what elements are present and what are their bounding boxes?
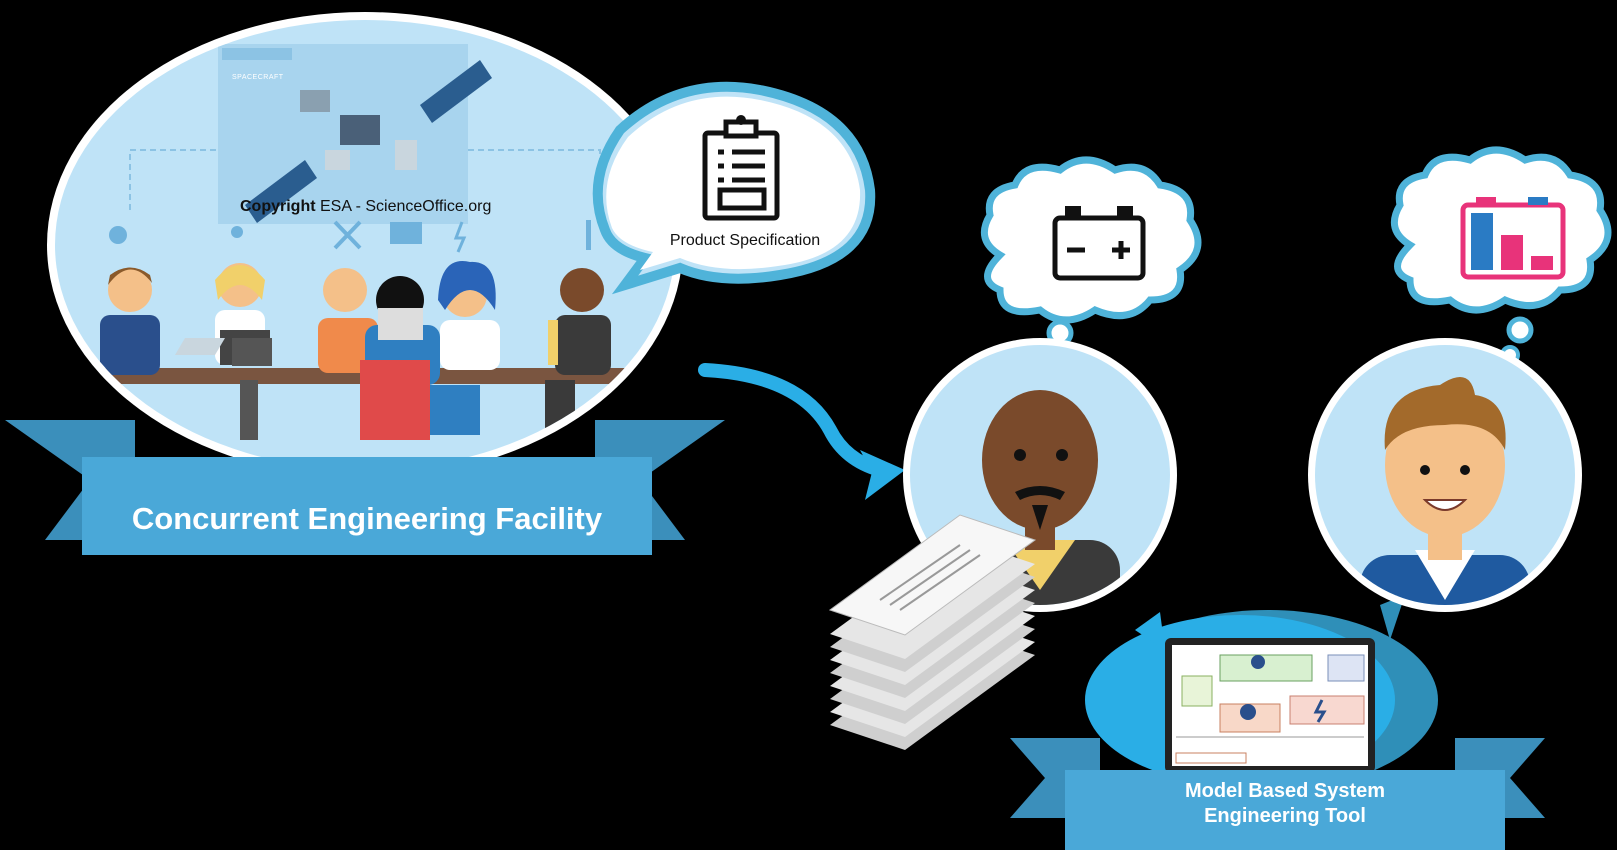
spacecraft-tag: SPACECRAFT	[232, 74, 284, 81]
document-stack-icon	[828, 514, 1037, 750]
mbse-title-line1: Model Based System	[1184, 780, 1386, 802]
engineer2-thought-cloud	[1390, 146, 1612, 385]
mbse-title-line2: Engineering Tool	[1204, 805, 1366, 827]
copyright-bold: Copyright	[240, 198, 316, 215]
product-spec-bubble	[592, 81, 876, 295]
mbse-title: Model Based System Engineering Tool	[1065, 779, 1505, 829]
cef-title: Concurrent Engineering Facility	[131, 501, 603, 536]
solar-panel-icon	[245, 60, 492, 223]
lightning-icon	[453, 221, 467, 253]
cef-ribbon	[82, 457, 652, 555]
thermometer-icon	[586, 220, 591, 250]
product-spec-label: Product Specification	[669, 232, 821, 249]
engineer1-thought-cloud	[980, 156, 1202, 384]
gear-icon	[109, 226, 127, 244]
clipboard-icon	[702, 115, 780, 221]
monitor-icon	[390, 222, 422, 244]
cef-scene	[47, 12, 683, 478]
engineer2-avatar	[1308, 338, 1582, 612]
laptop-screen	[1160, 638, 1380, 781]
flow-arrow	[698, 363, 905, 500]
antenna-icon	[231, 226, 243, 238]
battery-icon	[1052, 206, 1146, 281]
mbse-ribbon	[1065, 770, 1505, 850]
battery-levels-icon	[1460, 197, 1566, 280]
tools-icon	[333, 220, 362, 250]
copyright-text: Copyright ESA - ScienceOffice.org	[240, 198, 491, 216]
team-people	[100, 261, 611, 440]
copyright-rest: ESA - ScienceOffice.org	[315, 198, 492, 215]
satellite-icon	[300, 90, 417, 170]
